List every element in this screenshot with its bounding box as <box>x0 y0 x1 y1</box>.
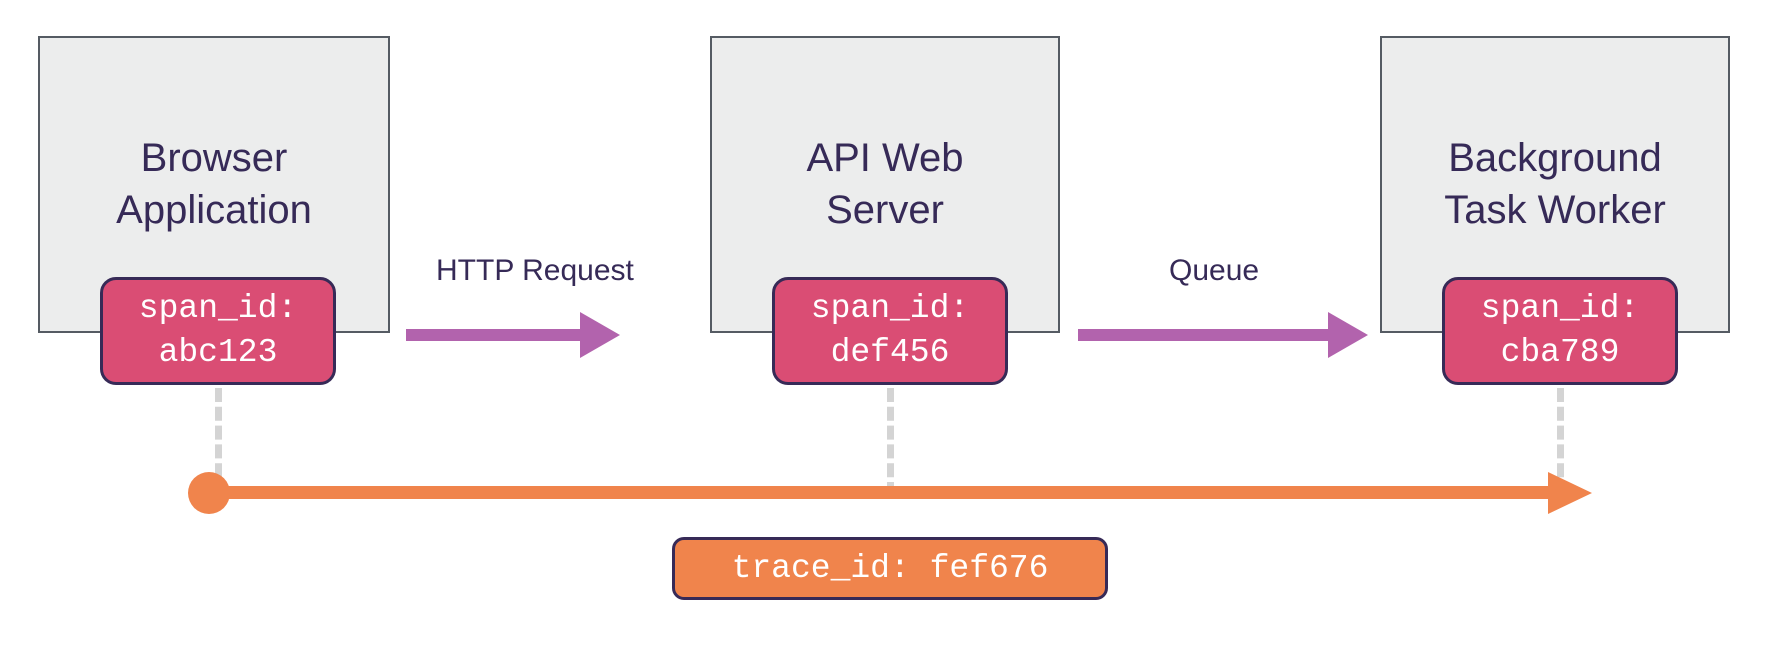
dashed-connector-browser <box>215 388 222 496</box>
trace-id-pill[interactable]: trace_id: fef676 <box>672 537 1108 600</box>
trace-timeline-start-dot-icon <box>188 472 230 514</box>
dashed-connector-worker <box>1557 388 1564 496</box>
flow-arrow-http-request-icon <box>406 312 620 358</box>
span-pill-browser[interactable]: span_id: abc123 <box>100 277 336 385</box>
span-pill-background-task-worker[interactable]: span_id: cba789 <box>1442 277 1678 385</box>
flow-arrow-head <box>1328 312 1368 358</box>
dashed-connector-api <box>887 388 894 496</box>
trace-timeline-arrow-head <box>1548 472 1592 514</box>
span-pill-label-background-task-worker: span_id: cba789 <box>1480 290 1640 371</box>
flow-arrow-queue-icon <box>1078 312 1368 358</box>
service-title-api-web-server: API Web Server <box>806 136 964 232</box>
flow-label-http-request: HTTP Request <box>436 254 634 287</box>
span-pill-label-api-web-server: span_id: def456 <box>810 290 970 371</box>
trace-timeline-arrow-icon <box>188 472 1592 514</box>
flow-arrow-shaft <box>1078 329 1332 341</box>
service-title-browser: Browser Application <box>116 136 312 232</box>
span-pill-label-browser: span_id: abc123 <box>138 290 298 371</box>
trace-id-label: trace_id: fef676 <box>731 550 1049 587</box>
flow-label-queue: Queue <box>1169 254 1260 287</box>
flow-arrow-shaft <box>406 329 584 341</box>
span-pill-api-web-server[interactable]: span_id: def456 <box>772 277 1008 385</box>
trace-timeline-shaft <box>209 486 1549 499</box>
flow-arrow-head <box>580 312 620 358</box>
service-title-background-task-worker: Background Task Worker <box>1444 136 1666 232</box>
